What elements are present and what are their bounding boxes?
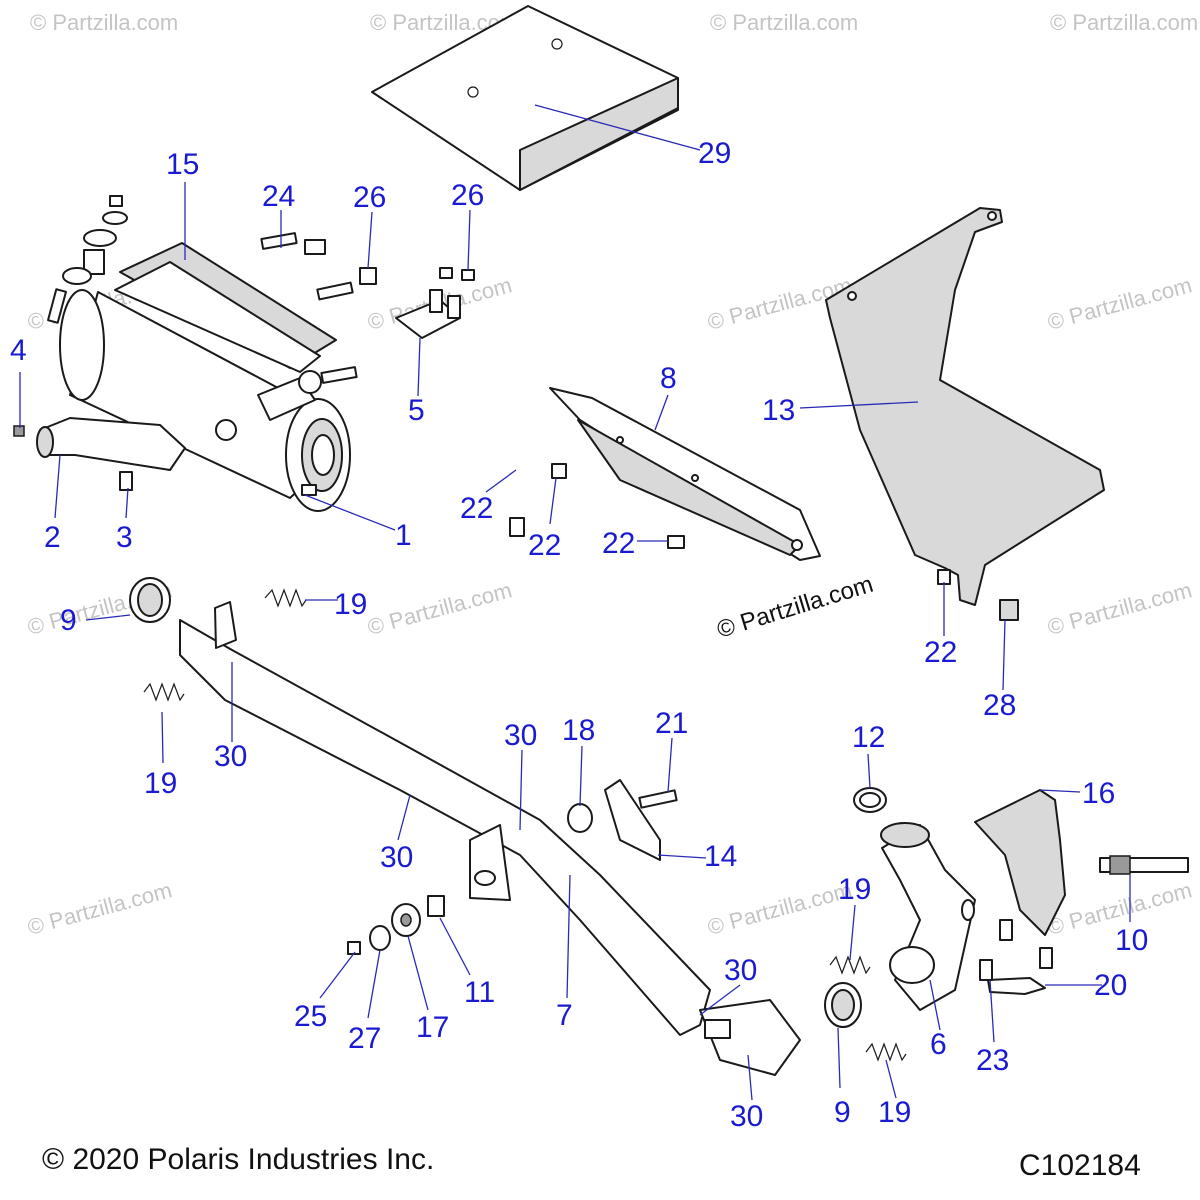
callout-26-b: 26 xyxy=(451,179,484,212)
watermark: © Partzilla.com xyxy=(1045,577,1195,640)
watermark: © Partzilla.com xyxy=(710,10,858,35)
callout-12: 12 xyxy=(852,721,885,754)
callout-8: 8 xyxy=(660,362,677,395)
callout-25: 25 xyxy=(294,1000,327,1033)
hardware-22-fasteners xyxy=(509,463,951,585)
callout-13: 13 xyxy=(762,394,795,427)
callout-9-left: 9 xyxy=(60,604,77,637)
callout-30-a: 30 xyxy=(214,740,247,773)
copyright-notice: © 2020 Polaris Industries Inc. xyxy=(42,1143,435,1176)
callout-3: 3 xyxy=(116,521,133,554)
callout-30-b: 30 xyxy=(380,841,413,874)
callout-24: 24 xyxy=(262,180,295,213)
part-13-heat-shield xyxy=(825,207,1105,606)
callout-9-right: 9 xyxy=(834,1096,851,1129)
callout-6: 6 xyxy=(930,1028,947,1061)
callout-29: 29 xyxy=(698,137,731,170)
callout-30-d: 30 xyxy=(724,954,757,987)
callout-15: 15 xyxy=(166,148,199,181)
callout-30-c: 30 xyxy=(504,719,537,752)
part-28-clip xyxy=(999,599,1019,621)
callout-2: 2 xyxy=(44,521,61,554)
hardware-bolts-top xyxy=(260,232,377,394)
callout-19-d: 19 xyxy=(878,1096,911,1129)
callout-22-b: 22 xyxy=(528,529,561,562)
callout-30-e: 30 xyxy=(730,1100,763,1133)
callout-14: 14 xyxy=(704,840,737,873)
part-1-muffler xyxy=(59,289,351,512)
part-12-gasket xyxy=(853,787,887,813)
hardware-round xyxy=(347,895,445,955)
leader-lines xyxy=(19,104,1131,1101)
part-2-inlet-pipe xyxy=(36,417,186,471)
watermark: © Partzilla.com xyxy=(705,877,855,940)
part-7-exhaust-pipe xyxy=(179,601,801,1076)
callout-28: 28 xyxy=(983,689,1016,722)
callout-26-a: 26 xyxy=(353,181,386,214)
part-29-heat-shield xyxy=(371,5,679,191)
callout-19-a: 19 xyxy=(334,588,367,621)
callout-23: 23 xyxy=(976,1044,1009,1077)
partzilla-stamp: © Partzilla.com xyxy=(714,571,877,644)
callout-22-a: 22 xyxy=(460,492,493,525)
callout-22-d: 22 xyxy=(924,636,957,669)
watermark: © Partzilla.com xyxy=(365,577,515,640)
part-19-springs xyxy=(143,588,907,1062)
callout-22-c: 22 xyxy=(602,527,635,560)
part-16-heat-shield xyxy=(974,789,1066,936)
part-6-header-pipe xyxy=(880,822,976,1011)
callout-20: 20 xyxy=(1094,969,1127,1002)
part-5-bracket xyxy=(395,267,475,339)
diagram-id: C102184 xyxy=(1019,1149,1141,1182)
callout-4: 4 xyxy=(10,334,27,367)
part-10-o2-sensor xyxy=(1099,855,1189,875)
watermark: © Partzilla.com xyxy=(1045,272,1195,335)
callout-1: 1 xyxy=(395,519,412,552)
callout-10: 10 xyxy=(1115,924,1148,957)
part-15-muffler-shield xyxy=(114,242,337,373)
callout-11: 11 xyxy=(464,976,495,1009)
callout-18: 18 xyxy=(562,714,595,747)
part-20-23-clamp-bolts xyxy=(979,919,1053,995)
hardware-stack-left xyxy=(13,195,133,491)
callout-21: 21 xyxy=(655,707,688,740)
watermark: © Partzilla.com xyxy=(25,877,175,940)
callout-5: 5 xyxy=(408,394,425,427)
watermark: © Partzilla.com xyxy=(30,10,178,35)
callout-7: 7 xyxy=(556,999,573,1032)
callout-labels: 1 2 3 4 5 6 7 8 9 9 10 11 12 13 14 15 16… xyxy=(10,137,1148,1133)
callout-16: 16 xyxy=(1082,777,1115,810)
callout-19-c: 19 xyxy=(838,873,871,906)
callout-19-b: 19 xyxy=(144,767,177,800)
part-9-seals xyxy=(129,577,862,1028)
callout-27: 27 xyxy=(348,1022,381,1055)
part-8-bracket xyxy=(549,387,821,561)
callout-17: 17 xyxy=(416,1011,449,1044)
watermark: © Partzilla.com xyxy=(1050,10,1198,35)
part-14-18-21-bracket-set xyxy=(567,779,678,861)
